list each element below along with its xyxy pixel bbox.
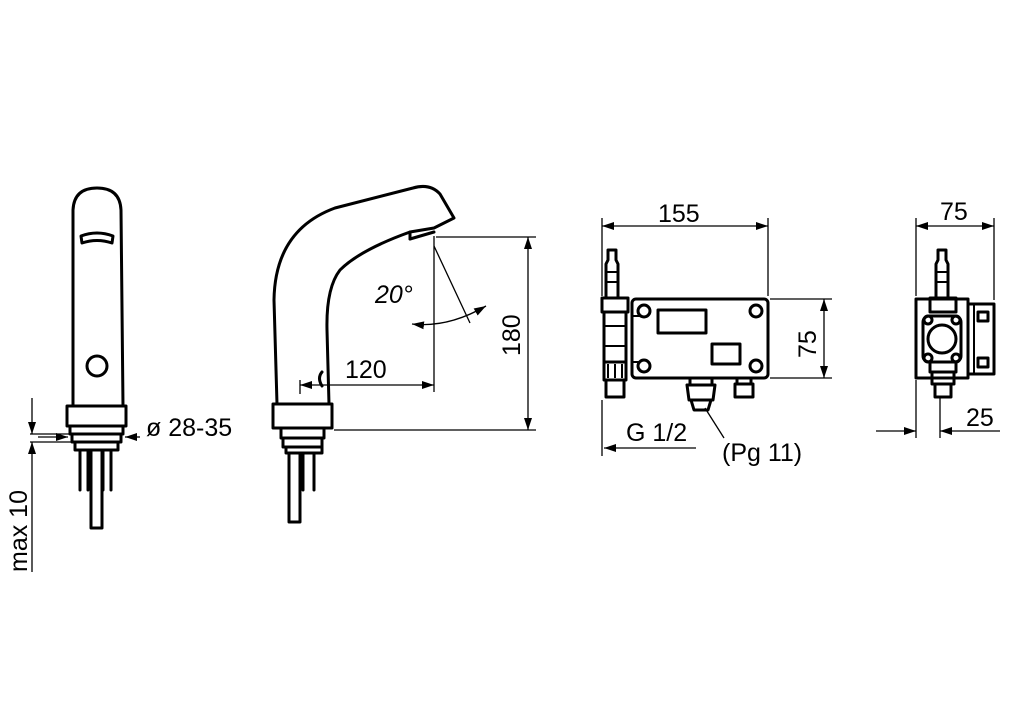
box-width-dimension: 155 — [601, 200, 769, 296]
box-depth-dimension: 75 — [915, 198, 995, 300]
side-offset-dimension: 25 — [876, 380, 1000, 438]
gland-callout: (Pg 11) — [704, 407, 802, 467]
diameter-dimension: ø 28-35 — [38, 414, 232, 442]
spout-reach-dimension: 120 — [299, 236, 435, 394]
control-box-side-view — [914, 248, 996, 399]
max-thickness-label: max 10 — [5, 490, 33, 572]
faucet-side-view — [271, 185, 456, 524]
diameter-label: ø 28-35 — [146, 414, 232, 442]
faucet-front-view — [65, 186, 128, 530]
spout-angle-dimension: 20° — [374, 245, 487, 330]
thread-dimension: G 1/2 — [601, 400, 696, 456]
box-width-label: 155 — [658, 200, 700, 228]
side-offset-label: 25 — [966, 404, 994, 432]
spout-angle-label: 20° — [374, 281, 413, 309]
total-height-dimension: 180 — [334, 236, 536, 431]
box-height-label: 75 — [794, 330, 822, 358]
spout-reach-label: 120 — [345, 356, 387, 384]
box-height-dimension: 75 — [770, 298, 832, 379]
box-depth-label: 75 — [940, 198, 968, 226]
control-box-front-view — [600, 248, 770, 412]
max-thickness-dimension: max 10 — [5, 398, 72, 572]
thread-label: G 1/2 — [626, 419, 687, 447]
gland-label: (Pg 11) — [722, 439, 802, 467]
total-height-label: 180 — [498, 314, 526, 356]
